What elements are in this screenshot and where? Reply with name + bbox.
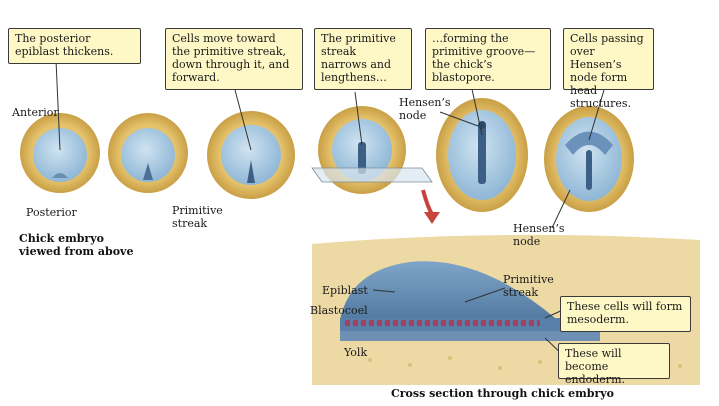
section-arrow (421, 189, 440, 224)
label-primitive-streak-cs: Primitive streak (503, 273, 554, 299)
label-hensens-node-1: Hensen’s node (399, 96, 451, 122)
embryo-stage-1 (20, 113, 100, 193)
embryo-stage-2 (108, 113, 188, 193)
callout-cell-movement: Cells move toward the primitive streak, … (165, 28, 303, 90)
embryo-stage-6 (544, 106, 634, 212)
callout-endoderm: These will become endoderm. (558, 343, 670, 386)
callout-streak-narrows: The primitive streak narrows and lengthe… (314, 28, 412, 90)
section-plane (311, 167, 433, 183)
callout-primitive-groove: …forming the primitive groove—the chick’… (425, 28, 551, 90)
label-posterior: Posterior (26, 206, 77, 219)
label-anterior: Anterior (12, 106, 59, 119)
callout-mesoderm: These cells will form mesoderm. (560, 296, 691, 332)
label-blastocoel: Blastocoel (310, 304, 368, 317)
callout-head-structures: Cells passing over Hensen’s node form he… (563, 28, 654, 110)
label-cross-section-title: Cross section through chick embryo (391, 387, 615, 400)
label-epiblast: Epiblast (322, 284, 368, 297)
label-yolk: Yolk (344, 346, 368, 359)
label-primitive-streak-top: Primitive streak (172, 204, 223, 230)
label-view-title: Chick embryo viewed from above (19, 232, 134, 258)
embryo-stage-3 (207, 111, 295, 199)
embryo-stage-5 (436, 98, 528, 212)
label-hensens-node-2: Hensen’s node (513, 222, 565, 248)
callout-posterior-epiblast: The posterior epiblast thickens. (8, 28, 141, 64)
